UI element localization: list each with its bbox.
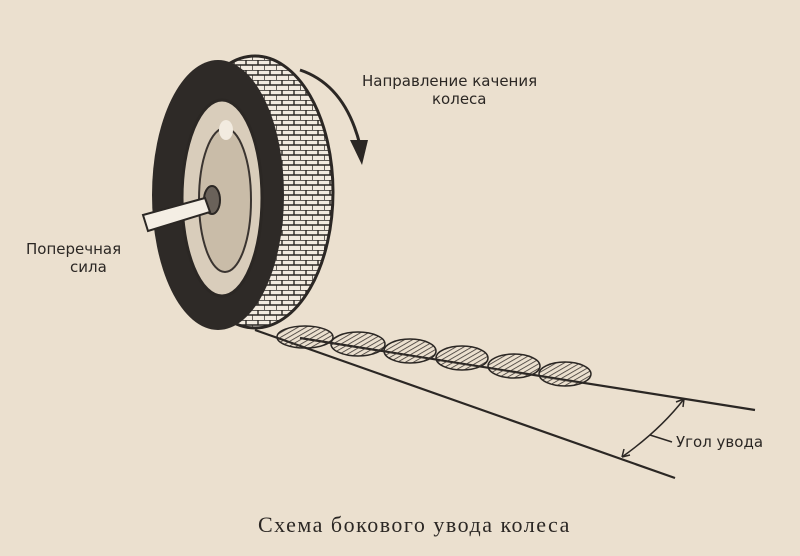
tire-footprints bbox=[276, 325, 592, 387]
lateral-force-arrow bbox=[141, 196, 212, 233]
lateral-force-line2: сила bbox=[70, 258, 107, 276]
figure-caption: Схема бокового увода колеса bbox=[258, 512, 571, 537]
rolling-direction-label: Направление качения колеса bbox=[362, 72, 537, 108]
rolling-direction-arrow bbox=[299, 68, 368, 165]
wheel bbox=[152, 54, 335, 330]
rolling-direction-line1: Направление качения bbox=[362, 72, 538, 90]
lateral-force-label: Поперечная сила bbox=[26, 240, 121, 276]
slip-angle-arc bbox=[621, 398, 685, 458]
slip-angle-label: Угол увода bbox=[676, 433, 764, 451]
lateral-force-line1: Поперечная bbox=[26, 240, 122, 258]
rolling-direction-line2: колеса bbox=[432, 90, 487, 108]
